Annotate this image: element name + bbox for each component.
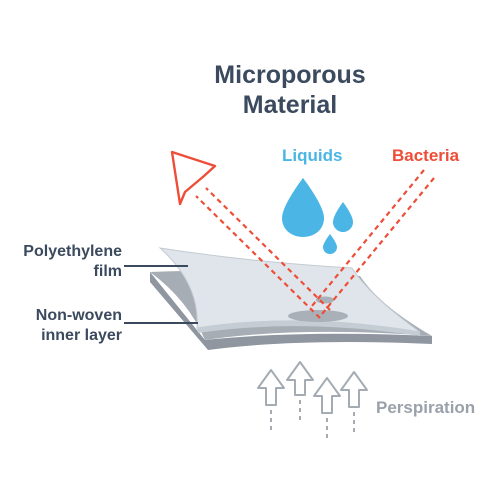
polyethylene-film: [158, 247, 421, 336]
perspiration-arrow-icon: [313, 377, 341, 440]
perspiration-arrow-icon: [286, 361, 314, 420]
perspiration-arrow-icon: [340, 371, 368, 432]
title-line-2: Material: [242, 91, 338, 119]
reflected-path: [195, 187, 331, 319]
diagram-title: Microporous Material: [160, 60, 420, 120]
bacteria-path: [311, 169, 435, 315]
film-label-line-1: Polyethylene: [23, 243, 122, 260]
bacteria-label: Bacteria: [392, 146, 460, 165]
liquids-label: Liquids: [282, 146, 343, 165]
perspiration-arrow-icon: [257, 369, 285, 432]
inner-label-line-1: Non-woven: [35, 307, 122, 324]
perspiration-arrows: [257, 361, 368, 440]
inner-layer-label: Non-woven inner layer: [0, 306, 122, 346]
liquid-drop-icon: [323, 234, 337, 254]
polyethylene-film-label: Polyethylene film: [0, 242, 122, 282]
bacteria-arrow-icon: [170, 150, 217, 206]
perspiration-label: Perspiration: [376, 398, 476, 417]
liquid-drop-icon: [333, 202, 353, 232]
film-label-line-2: film: [93, 263, 122, 280]
liquid-drop-icon: [282, 178, 324, 237]
liquid-drops: [282, 178, 353, 254]
inner-label-line-2: inner layer: [41, 327, 122, 344]
title-line-1: Microporous: [214, 61, 366, 89]
